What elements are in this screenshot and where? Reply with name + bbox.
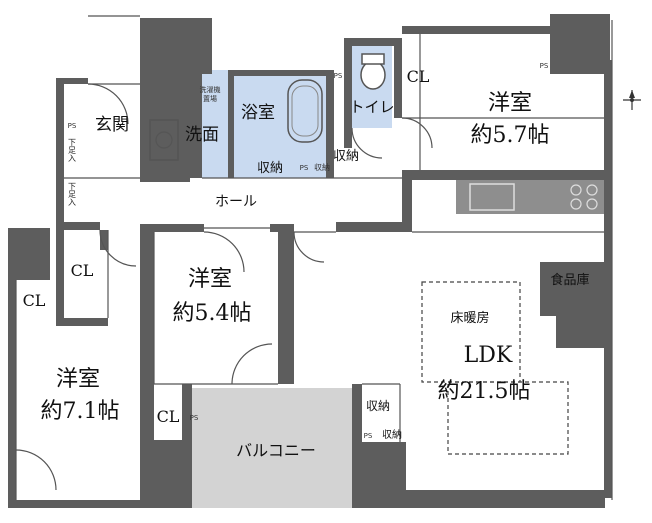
room-size-western-57: 約5.7帖 <box>471 123 550 148</box>
room-label-balcony: バルコニー <box>236 441 316 460</box>
room-size-western-54: 約5.4帖 <box>173 301 252 326</box>
bathtub-inner <box>291 85 319 137</box>
ps-label-3: PS <box>300 164 309 172</box>
cl-label-54: CL <box>157 407 180 426</box>
ps-label-5: PS <box>190 414 199 422</box>
shoe-box-label-2: 下足入 <box>68 182 77 206</box>
room-label-western-71: 洋室 <box>56 367 100 392</box>
wet-area-fill <box>190 70 330 178</box>
ps-label-2: PS <box>334 72 343 80</box>
washbasin-bowl <box>155 131 173 149</box>
balcony-fill <box>192 388 357 508</box>
bathtub <box>287 79 323 143</box>
interior-lines <box>15 15 613 500</box>
ps-label-1: PS <box>68 122 77 130</box>
room-label-ldk: LDK <box>464 343 513 368</box>
room-size-western-71: 約7.1帖 <box>41 399 120 424</box>
room-label-western-57: 洋室 <box>488 91 532 116</box>
room-label-hall: ホール <box>215 194 257 210</box>
kitchen-counter <box>456 180 604 214</box>
room-label-yokushitsu: 浴室 <box>241 103 275 123</box>
room-label-pantry: 食品庫 <box>550 272 589 288</box>
stove-burners <box>570 184 598 210</box>
shuno-label-hall-small: 収納 <box>314 162 330 172</box>
washer-label-2: 置場 <box>203 94 217 103</box>
room-label-genkan: 玄関 <box>95 115 129 135</box>
kitchen-sink <box>469 183 515 211</box>
cl-label-71: CL <box>23 291 46 310</box>
room-label-toilet: トイレ <box>349 98 394 116</box>
shoe-box-label-1: 下足入 <box>68 138 77 162</box>
ps-label-6: PS <box>364 432 373 440</box>
cl-label-top: CL <box>407 67 430 86</box>
door-swings <box>15 83 433 491</box>
washbasin <box>149 119 179 161</box>
washer-label-1: 洗濯機 <box>200 85 221 94</box>
floor-heating-label: 床暖房 <box>450 310 489 326</box>
shuno-label-ldk-2: 収納 <box>382 428 402 441</box>
shuno-label-toilet-side: 収納 <box>333 149 359 164</box>
floor-heating-area-2 <box>447 381 569 455</box>
toilet-bowl <box>360 60 386 90</box>
room-label-western-54: 洋室 <box>188 267 232 292</box>
room-size-ldk: 約21.5帖 <box>438 379 531 404</box>
shuno-label-ldk-1: 収納 <box>366 399 390 413</box>
room-label-senmen: 洗面 <box>185 125 219 145</box>
ps-label-4: PS <box>540 62 549 70</box>
toilet-tank <box>361 53 385 65</box>
cl-label-left: CL <box>71 261 94 280</box>
shuno-label-hall: 収納 <box>257 161 283 176</box>
structural-walls <box>8 14 612 508</box>
north-arrow-icon <box>623 90 641 110</box>
